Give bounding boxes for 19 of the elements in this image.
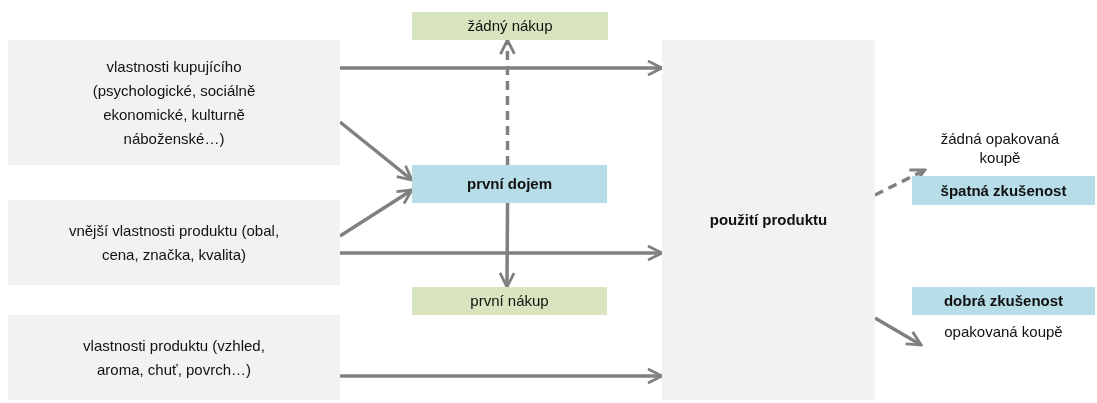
arrow: [339, 188, 414, 238]
arrow: [340, 367, 664, 385]
arrow: [874, 168, 927, 197]
purchase-box: žádný nákup: [412, 12, 608, 40]
factor-box: vlastnosti kupujícího (psychologické, sociálně ekonomické, kulturně náboženské…): [8, 40, 340, 165]
arrow: [340, 244, 664, 262]
arrow: [874, 316, 923, 347]
outcome-text: opakovaná koupě: [944, 321, 1063, 342]
arrow: [499, 38, 516, 165]
stage-box: dobrá zkušenost: [912, 287, 1095, 315]
stage-box: špatná zkušenost: [912, 176, 1095, 205]
purchase-box: první nákup: [412, 287, 607, 315]
factor-box: vnější vlastnosti produktu (obal, cena, značka, kvalita): [8, 200, 340, 285]
arrow: [340, 59, 664, 77]
outcome-text: žádná opakovaná koupě: [939, 128, 1061, 168]
factor-box: vlastnosti produktu (vzhled, aroma, chuť, povrch…): [8, 315, 340, 400]
usage-box: použití produktu: [662, 40, 875, 400]
arrow: [498, 203, 516, 289]
stage-box: první dojem: [412, 165, 607, 203]
